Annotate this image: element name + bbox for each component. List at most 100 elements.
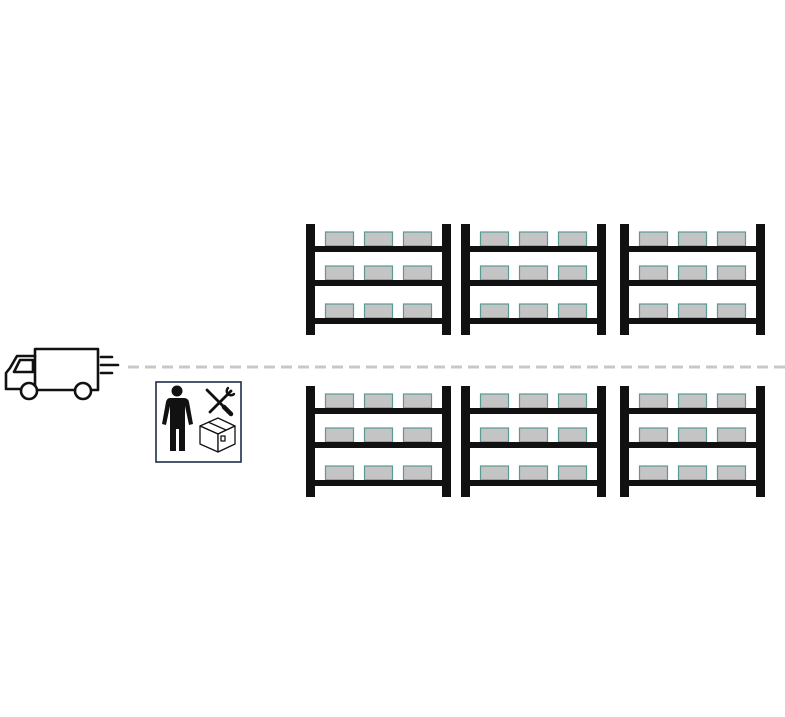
rack-post-left <box>306 386 315 497</box>
rack-shelf-beam <box>620 280 765 286</box>
storage-box <box>479 231 510 247</box>
truck-cab <box>4 354 37 391</box>
storage-box <box>402 303 433 319</box>
rack-shelf-beam <box>306 408 451 414</box>
storage-box <box>324 393 355 409</box>
storage-box <box>402 393 433 409</box>
storage-box <box>557 265 588 281</box>
rack-post-left <box>461 224 470 335</box>
storage-box <box>716 231 747 247</box>
storage-box <box>518 231 549 247</box>
storage-box <box>518 465 549 481</box>
rack-post-left <box>461 386 470 497</box>
storage-box <box>363 265 394 281</box>
delivery-truck-icon <box>4 347 120 401</box>
rack-shelf-beam <box>306 318 451 324</box>
storage-box <box>479 265 510 281</box>
rack-post-right <box>756 224 765 335</box>
storage-box <box>677 393 708 409</box>
storage-box <box>324 303 355 319</box>
rack-2-2 <box>461 386 606 497</box>
person-icon <box>162 385 193 451</box>
rack-shelf-beam <box>306 280 451 286</box>
rack-shelf-beam <box>461 280 606 286</box>
rack-post-right <box>442 224 451 335</box>
rack-shelf-beam <box>306 246 451 252</box>
worker-service-panel <box>155 381 242 463</box>
cardboard-box-icon <box>199 417 236 453</box>
rack-shelf-beam <box>620 246 765 252</box>
rack-shelf-beam <box>461 442 606 448</box>
storage-box <box>363 231 394 247</box>
rack-shelf-beam <box>620 408 765 414</box>
storage-box <box>677 303 708 319</box>
rack-shelf-beam <box>620 442 765 448</box>
storage-box <box>716 465 747 481</box>
storage-box <box>716 427 747 443</box>
storage-box <box>324 231 355 247</box>
storage-box <box>363 393 394 409</box>
storage-box <box>716 303 747 319</box>
rack-1-3 <box>620 224 765 335</box>
storage-box <box>677 427 708 443</box>
rack-shelf-beam <box>620 480 765 486</box>
storage-box <box>324 465 355 481</box>
storage-box <box>363 427 394 443</box>
rack-post-right <box>597 224 606 335</box>
rack-post-right <box>756 386 765 497</box>
truck-cargo-box <box>33 347 100 392</box>
rack-shelf-beam <box>461 408 606 414</box>
rack-shelf-beam <box>620 318 765 324</box>
storage-box <box>324 265 355 281</box>
rack-shelf-beam <box>306 480 451 486</box>
storage-racks <box>306 224 765 497</box>
storage-box <box>677 231 708 247</box>
storage-box <box>479 303 510 319</box>
rack-2-1 <box>306 386 451 497</box>
storage-box <box>363 465 394 481</box>
rack-shelf-beam <box>461 246 606 252</box>
storage-box <box>518 303 549 319</box>
rack-post-right <box>442 386 451 497</box>
storage-box <box>638 393 669 409</box>
truck-rear-wheel <box>73 381 93 401</box>
storage-box <box>638 303 669 319</box>
storage-box <box>638 231 669 247</box>
storage-box <box>518 393 549 409</box>
wrench-screwdriver-icon <box>205 386 236 417</box>
rack-shelf-beam <box>306 442 451 448</box>
rack-2-3 <box>620 386 765 497</box>
storage-box <box>518 427 549 443</box>
truck-window <box>12 358 35 374</box>
rack-shelf-beam <box>461 480 606 486</box>
storage-box <box>557 303 588 319</box>
storage-box <box>557 465 588 481</box>
rack-post-left <box>620 224 629 335</box>
storage-box <box>557 393 588 409</box>
storage-box <box>324 427 355 443</box>
storage-box <box>402 427 433 443</box>
truck-front-wheel <box>19 381 39 401</box>
storage-box <box>557 231 588 247</box>
storage-box <box>638 465 669 481</box>
storage-box <box>638 427 669 443</box>
storage-box <box>402 465 433 481</box>
storage-box <box>677 265 708 281</box>
storage-box <box>479 465 510 481</box>
storage-box <box>402 265 433 281</box>
storage-box <box>716 265 747 281</box>
rack-1-1 <box>306 224 451 335</box>
storage-box <box>402 231 433 247</box>
rack-1-2 <box>461 224 606 335</box>
storage-box <box>716 393 747 409</box>
rack-shelf-beam <box>461 318 606 324</box>
storage-box <box>363 303 394 319</box>
storage-box <box>479 427 510 443</box>
storage-box <box>557 427 588 443</box>
rack-post-left <box>620 386 629 497</box>
rack-post-right <box>597 386 606 497</box>
rack-post-left <box>306 224 315 335</box>
storage-box <box>518 265 549 281</box>
